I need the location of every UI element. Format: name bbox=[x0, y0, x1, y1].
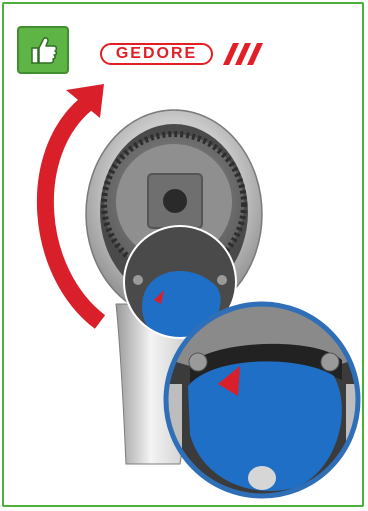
brand-name-pill: GEDORE bbox=[100, 43, 213, 65]
thumbs-up-badge bbox=[17, 26, 69, 74]
ratchet-illustration bbox=[4, 4, 364, 507]
brand-name: GEDORE bbox=[116, 46, 197, 62]
product-card: GEDORE bbox=[2, 2, 364, 507]
brand-logo: GEDORE bbox=[100, 43, 268, 71]
brand-stripes-icon bbox=[215, 43, 263, 65]
thumbs-up-icon bbox=[26, 33, 60, 67]
